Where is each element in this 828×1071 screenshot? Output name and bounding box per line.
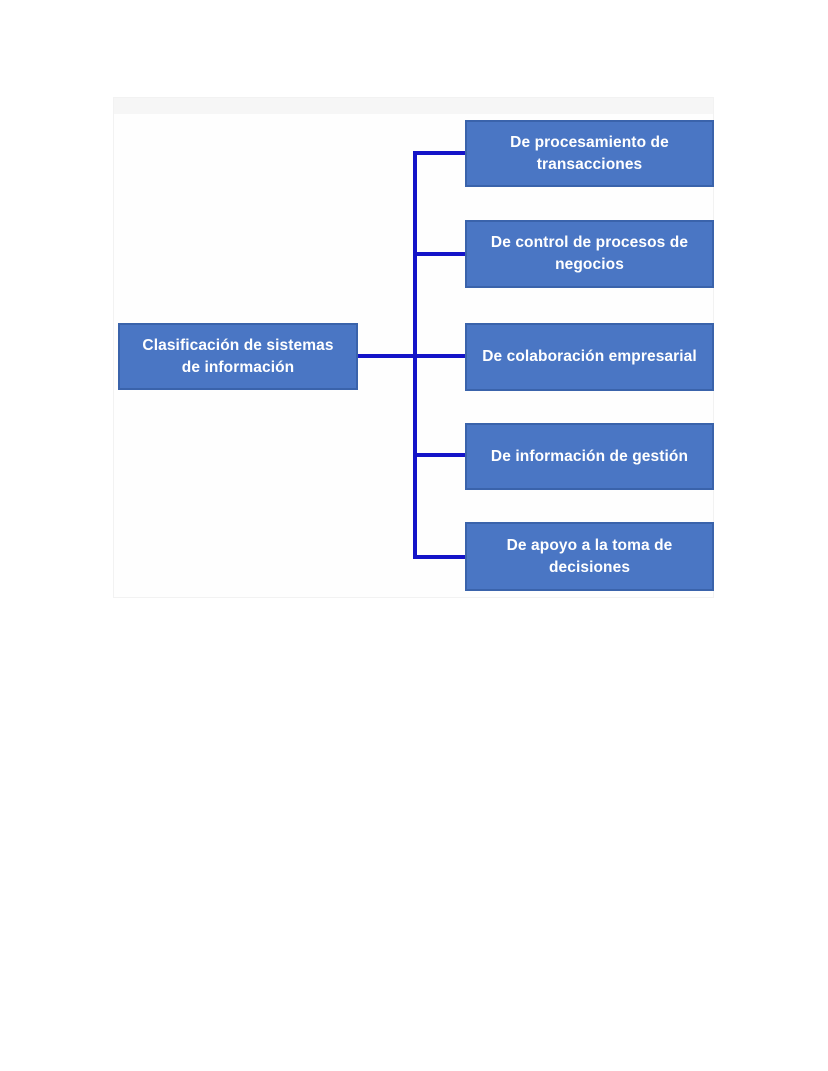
child-node-procesos-negocios: De control de procesos de negocios [465,220,714,288]
connector-root-link [358,354,466,358]
child-node-informacion-gestion: De información de gestión [465,423,714,490]
connector-branch-2 [413,252,466,256]
connector-branch-4 [413,453,466,457]
connector-branch-1 [413,151,466,155]
connector-branch-5 [413,555,466,559]
child-node-label: De control de procesos de negocios [490,234,689,273]
child-node-label: De colaboración empresarial [482,348,697,365]
root-node-label: Clasificación de sistemas de información [142,336,334,376]
child-node-colaboracion: De colaboración empresarial [465,323,714,391]
child-node-label: De procesamiento de transacciones [510,133,669,173]
child-node-transacciones: De procesamiento de transacciones [465,120,714,187]
root-node: Clasificación de sistemas de información [118,323,358,390]
child-node-apoyo-decisiones: De apoyo a la toma de decisiones [465,522,714,591]
figure-top-band [114,98,713,114]
classification-diagram: Clasificación de sistemas de información… [113,97,714,598]
child-node-label: De información de gestión [490,447,689,465]
child-node-label: De apoyo a la toma de decisiones [506,536,673,576]
